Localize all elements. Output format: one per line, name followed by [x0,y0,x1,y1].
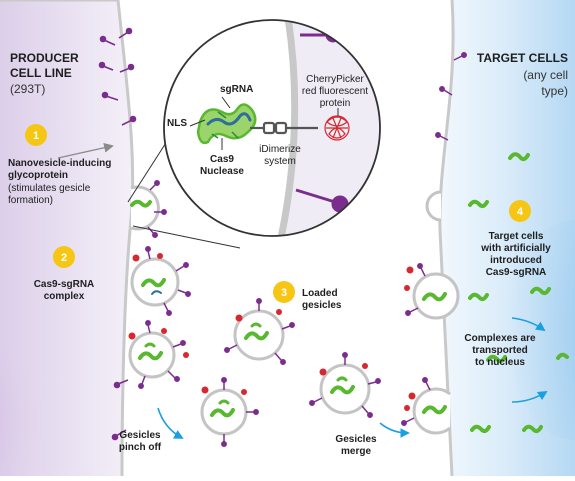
step-4-number: 4 [517,206,524,218]
step-1: 1 Nanovesicle-inducing glycoprotein (sti… [8,124,111,206]
step-4-label: Target cells [489,231,544,242]
step-2-label: Cas9-sgRNA [34,279,95,290]
producer-header-line2: CELL LINE [10,66,72,80]
step-2-number: 2 [61,252,67,264]
step-3-label: Loaded [302,288,338,299]
producer-header-line3: (293T) [10,82,45,96]
target-header-line3: type) [541,84,568,98]
merging-gesicle [404,263,460,320]
step-1-note-line2: formation) [8,195,53,206]
cas9-label: Cas9 [210,154,234,165]
pinch-off-label: Gesicles [119,430,161,441]
transport-label-line3: to nucleus [475,357,525,368]
step-3-number: 3 [281,287,287,299]
intracellular-complexes [468,152,569,434]
producer-cell [0,0,135,481]
nuclease-label: Nuclease [200,166,244,177]
protein-label: protein [320,98,351,109]
magnified-inset: sgRNA NLS Cas9 Nuclease CherryPicker red… [163,19,381,237]
cherrypicker-protein [324,115,350,141]
system-label: system [264,156,296,167]
loaded-gesicle [309,352,381,418]
step-2: 2 Cas9-sgRNA complex [34,246,95,302]
merge-label-line2: merge [341,446,371,457]
step-1-title: Nanovesicle-inducing [8,158,111,169]
target-header-line2: (any cell [523,68,568,82]
cherrypicker-label: CherryPicker [306,74,364,85]
target-header: TARGET CELLS [477,51,568,65]
merge-label: Gesicles [335,434,377,445]
step-1-number: 1 [33,130,39,142]
step-1-note: (stimulates gesicle [8,183,91,194]
step-3: 3 Loaded gesicles [273,281,342,311]
loaded-gesicle [224,298,295,365]
merging-gesicle [401,377,451,435]
transport-label-line2: transported [472,345,528,356]
budding-gesicle [128,320,189,389]
released-gesicle [200,377,259,447]
step-4-label-line2: with artificially [480,243,551,254]
producer-glycoproteins [98,27,137,441]
step-1-title-line2: glycoprotein [8,170,68,181]
producer-header: PRODUCER [10,51,79,65]
step-3-label-line2: gesicles [302,300,342,311]
sgrna-label: sgRNA [220,84,253,95]
step-4: 4 Target cells with artificially introdu… [480,200,551,278]
transport-label: Complexes are [464,333,536,344]
cas9-sgrna-complex [196,103,257,145]
nls-label: NLS [167,118,187,129]
glycoprotein-pointer [57,142,114,159]
red-fluorescent-label: red fluorescent [302,86,368,97]
step-4-label-line3: introduced [490,255,542,266]
pinch-off-label-line2: pinch off [119,442,162,453]
target-membrane-features [425,52,467,222]
motion-arrows [157,317,548,439]
idimerize-linker [250,121,318,135]
step-2-label-line2: complex [44,291,85,302]
budding-gesicle [130,246,191,316]
idimerize-label: iDimerize [259,144,301,155]
step-4-label-line4: Cas9-sgRNA [486,267,547,278]
budding-gesicle [130,180,167,238]
